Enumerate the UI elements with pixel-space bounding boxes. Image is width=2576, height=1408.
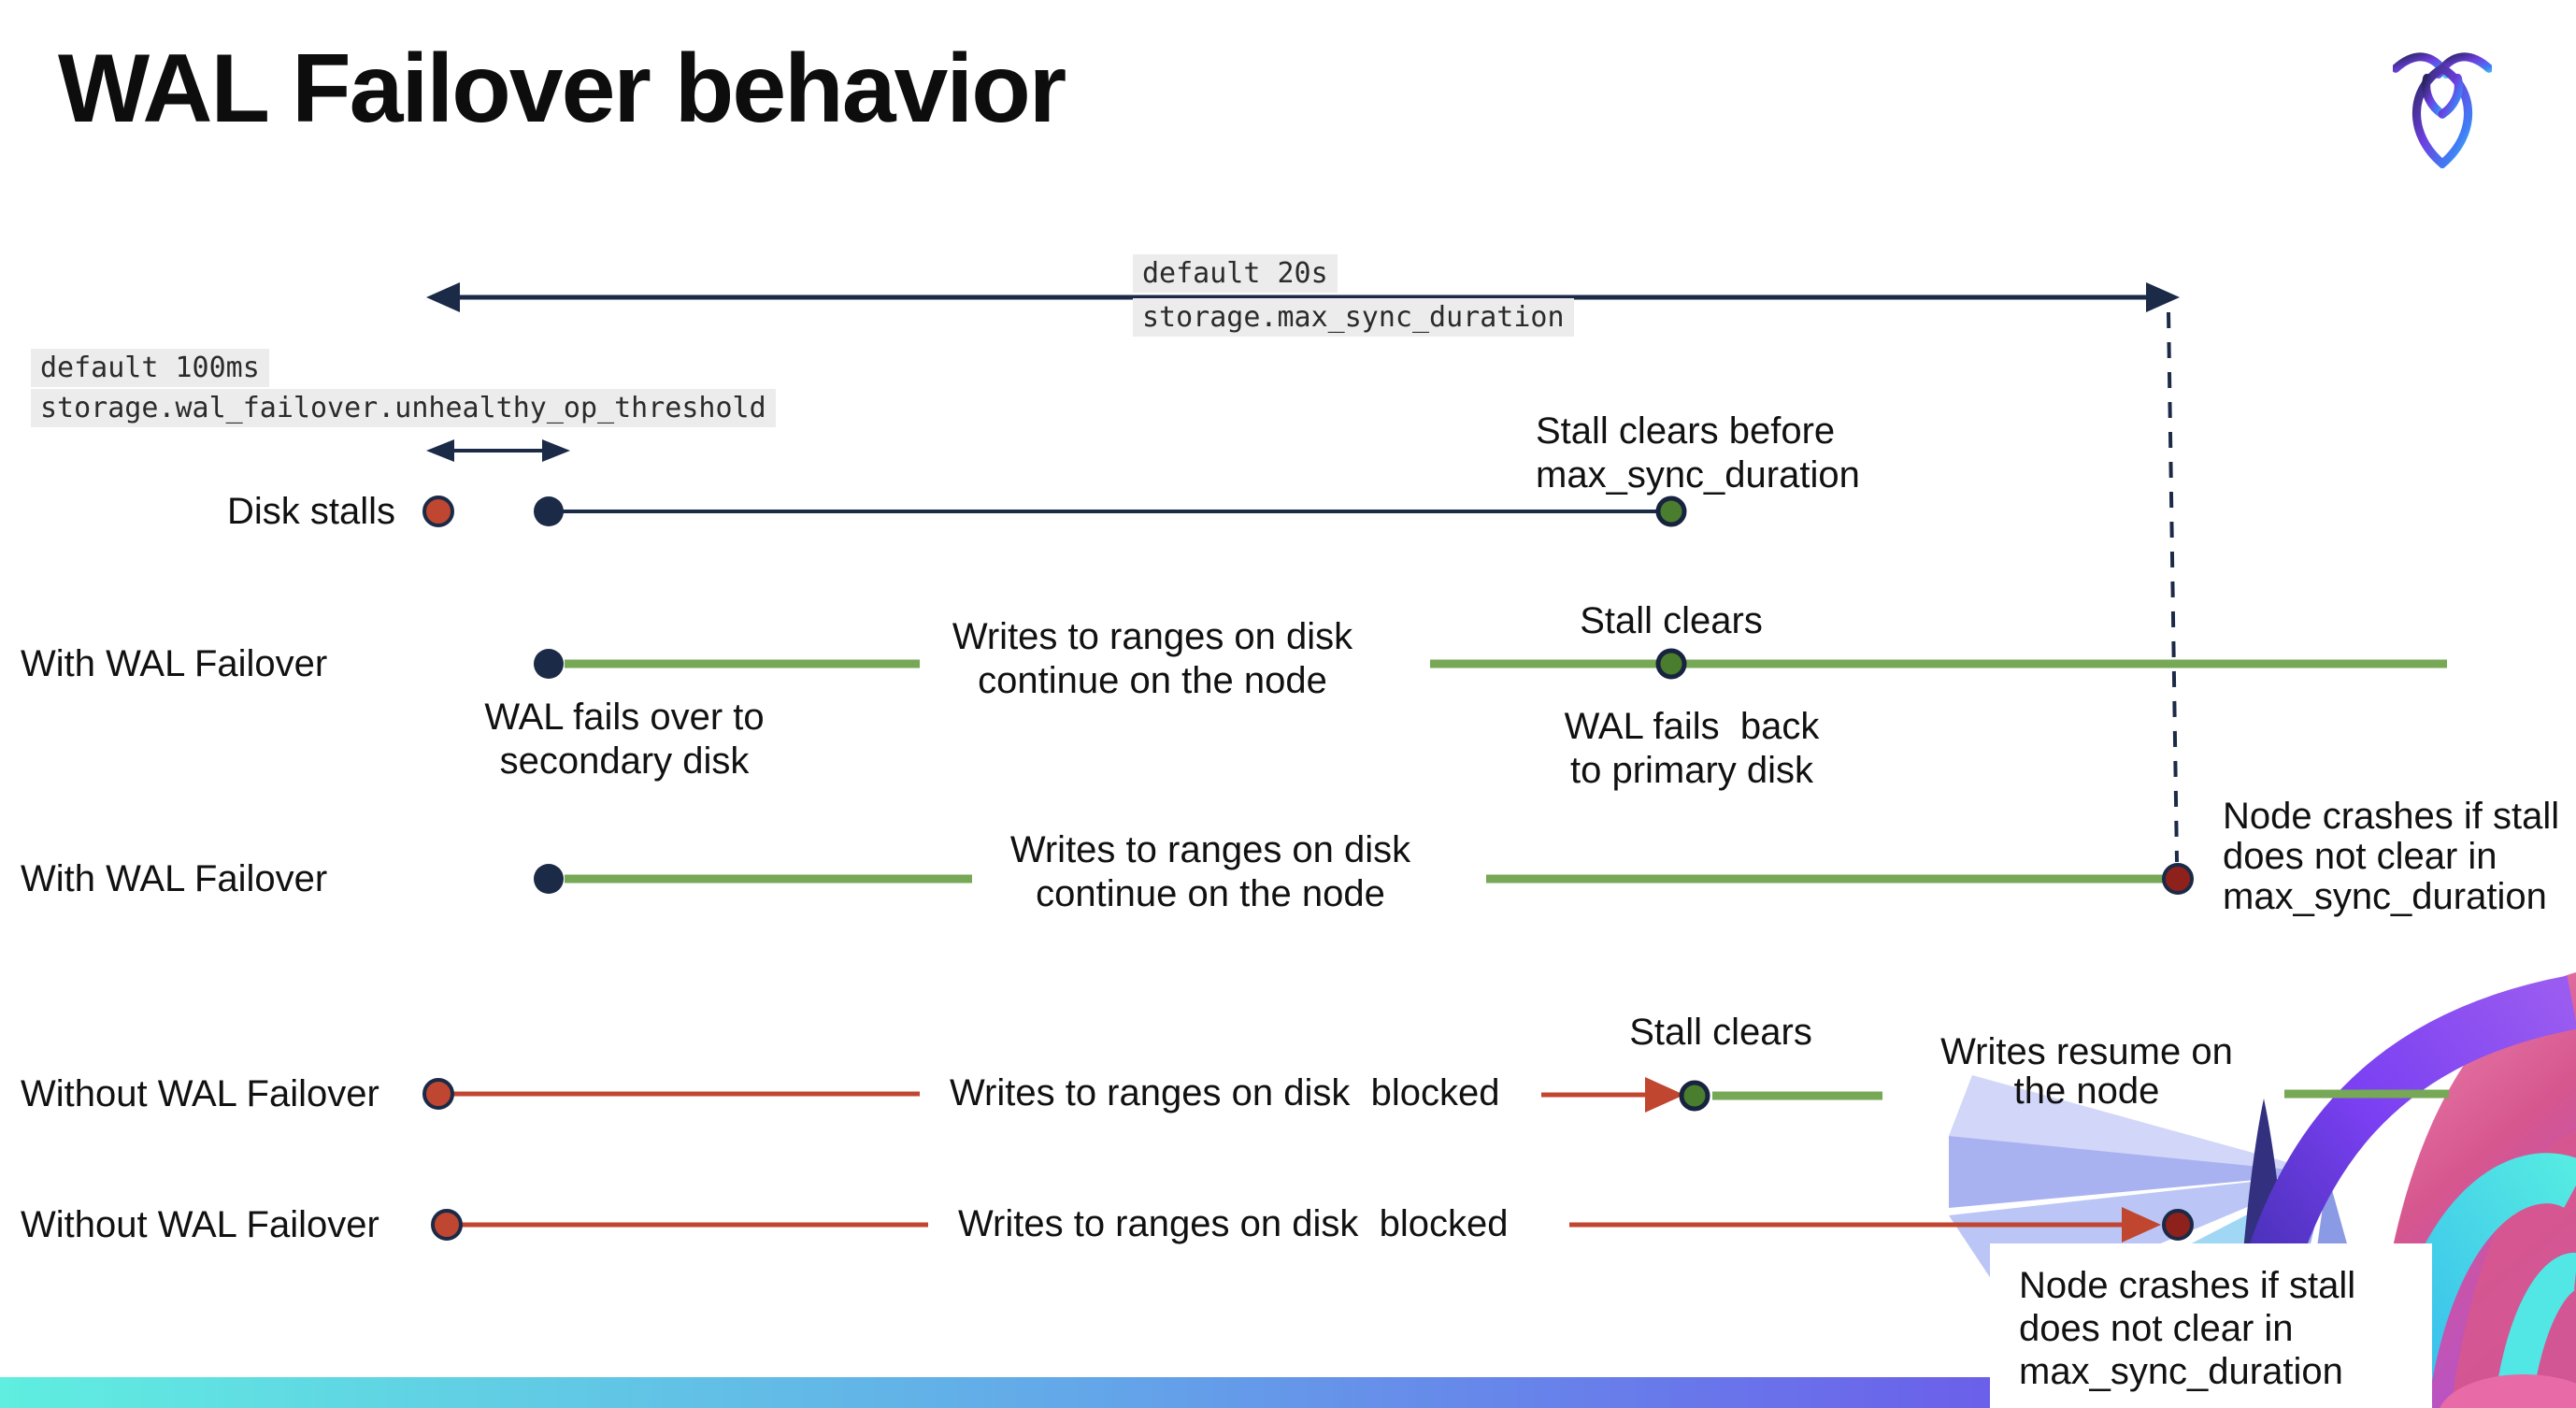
crash-dot [2162,1209,2194,1241]
row-without-failover-clears-timeline [422,1077,2449,1113]
note-writes-continue-1: Writes to ranges on disk continue on the… [952,616,1353,701]
note-writes-resume: Writes resume on the node [1940,1031,2233,1112]
threshold-span-arrow [426,439,570,462]
page-title: WAL Failover behavior [58,35,1066,143]
row-label-disk-stalls: Disk stalls [227,491,396,532]
row-without-failover-crash-timeline [431,1207,2194,1243]
row-label-with-wal-failover-1: With WAL Failover [21,643,328,684]
failback-dot [1655,648,1687,680]
note-writes-blocked-1: Writes to ranges on disk blocked [950,1072,1500,1113]
failover-dot [534,649,564,679]
note-stall-clears-3: Stall clears [1629,1012,1812,1053]
max-sync-setting-label: storage.max_sync_duration [1133,298,1574,337]
max-sync-span-arrow [426,282,2180,312]
note-stall-clears-before: Stall clears before max_sync_duration [1536,410,1860,496]
note-node-crashes-4: Node crashes if stall does not clear in … [2019,1265,2356,1392]
stall-clears-dot [1655,496,1687,527]
row-label-with-wal-failover-2: With WAL Failover [21,858,328,899]
stall-start-dot [422,1078,454,1110]
cockroachdb-logo-icon [2393,52,2492,168]
stall-clears-dot [1679,1080,1710,1112]
magenta-blob-shape [2440,1374,2576,1408]
threshold-dot [534,496,564,526]
note-wal-fails-over: WAL fails over to secondary disk [484,697,765,782]
threshold-setting-label: storage.wal_failover.unhealthy_op_thresh… [31,389,776,427]
max-sync-dashed-line [2167,311,2179,863]
stall-start-dot [431,1209,463,1241]
row-with-failover-crash-timeline [534,863,2194,895]
crash-note-box: Node crashes if stall does not clear in … [1990,1243,2432,1408]
row-label-without-wal-failover-2: Without WAL Failover [21,1204,379,1245]
note-wal-fails-back: WAL fails back to primary disk [1564,706,1820,791]
max-sync-default-label: default 20s [1133,254,1338,293]
crash-dot [2162,863,2194,895]
row-label-without-wal-failover-1: Without WAL Failover [21,1073,379,1114]
note-writes-blocked-2: Writes to ranges on disk blocked [958,1203,1509,1244]
threshold-default-label: default 100ms [31,349,269,387]
note-stall-clears-1: Stall clears [1580,600,1763,641]
note-node-crashes-2: Node crashes if stall does not clear in … [2223,796,2560,917]
failover-dot [534,864,564,894]
note-writes-continue-2: Writes to ranges on disk continue on the… [1009,829,1411,914]
row-with-failover-clears-timeline [534,648,2447,680]
row-disk-stalls-timeline [422,496,1687,527]
stall-start-dot [422,496,454,527]
